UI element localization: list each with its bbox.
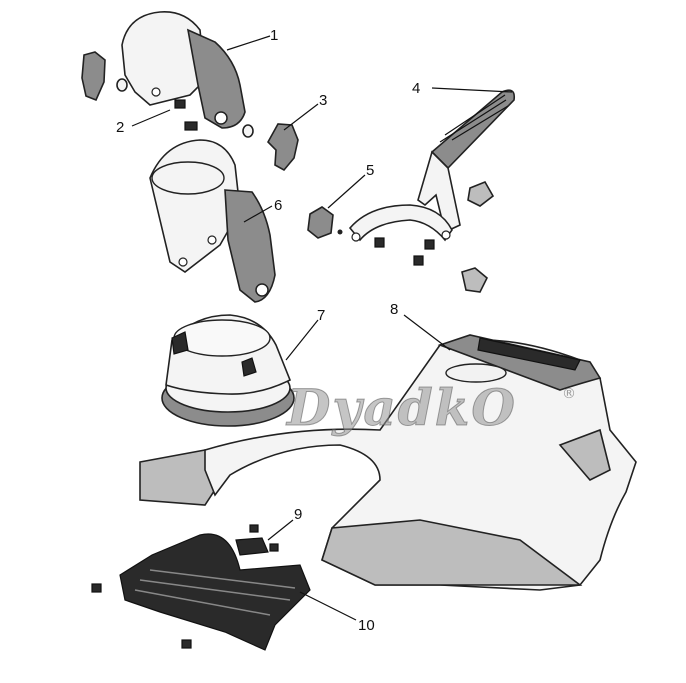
part-7-chute-base-ring	[161, 314, 295, 427]
callout-3: 3	[319, 92, 327, 109]
watermark-text: DyadkO	[285, 378, 517, 437]
callout-2: 2	[116, 119, 124, 136]
part-9-bracket	[235, 524, 279, 556]
callout-5: 5	[366, 162, 374, 179]
callout-10: 10	[358, 617, 375, 634]
callout-1: 1	[270, 27, 278, 44]
callout-6: 6	[274, 197, 282, 214]
callout-7: 7	[317, 307, 325, 324]
callout-8: 8	[390, 301, 398, 318]
callout-labels: 1 2 3 4 5 6 7 8 9 10	[116, 27, 420, 634]
watermark: DyadkO ®	[285, 378, 577, 438]
callout-4: 4	[412, 80, 420, 97]
part-1-upper-deflector	[81, 11, 254, 138]
watermark-registered-mark: ®	[562, 386, 576, 402]
part-5-nut	[307, 206, 343, 239]
part-4-control-handle	[348, 89, 516, 293]
part-3-adjust-knob	[267, 123, 299, 172]
callout-9: 9	[294, 506, 302, 523]
part-6-lower-chute	[149, 139, 276, 303]
leader-lines	[131, 35, 513, 621]
part-10-scraper-grille	[91, 533, 311, 651]
part-8-auger-cover	[139, 334, 637, 591]
